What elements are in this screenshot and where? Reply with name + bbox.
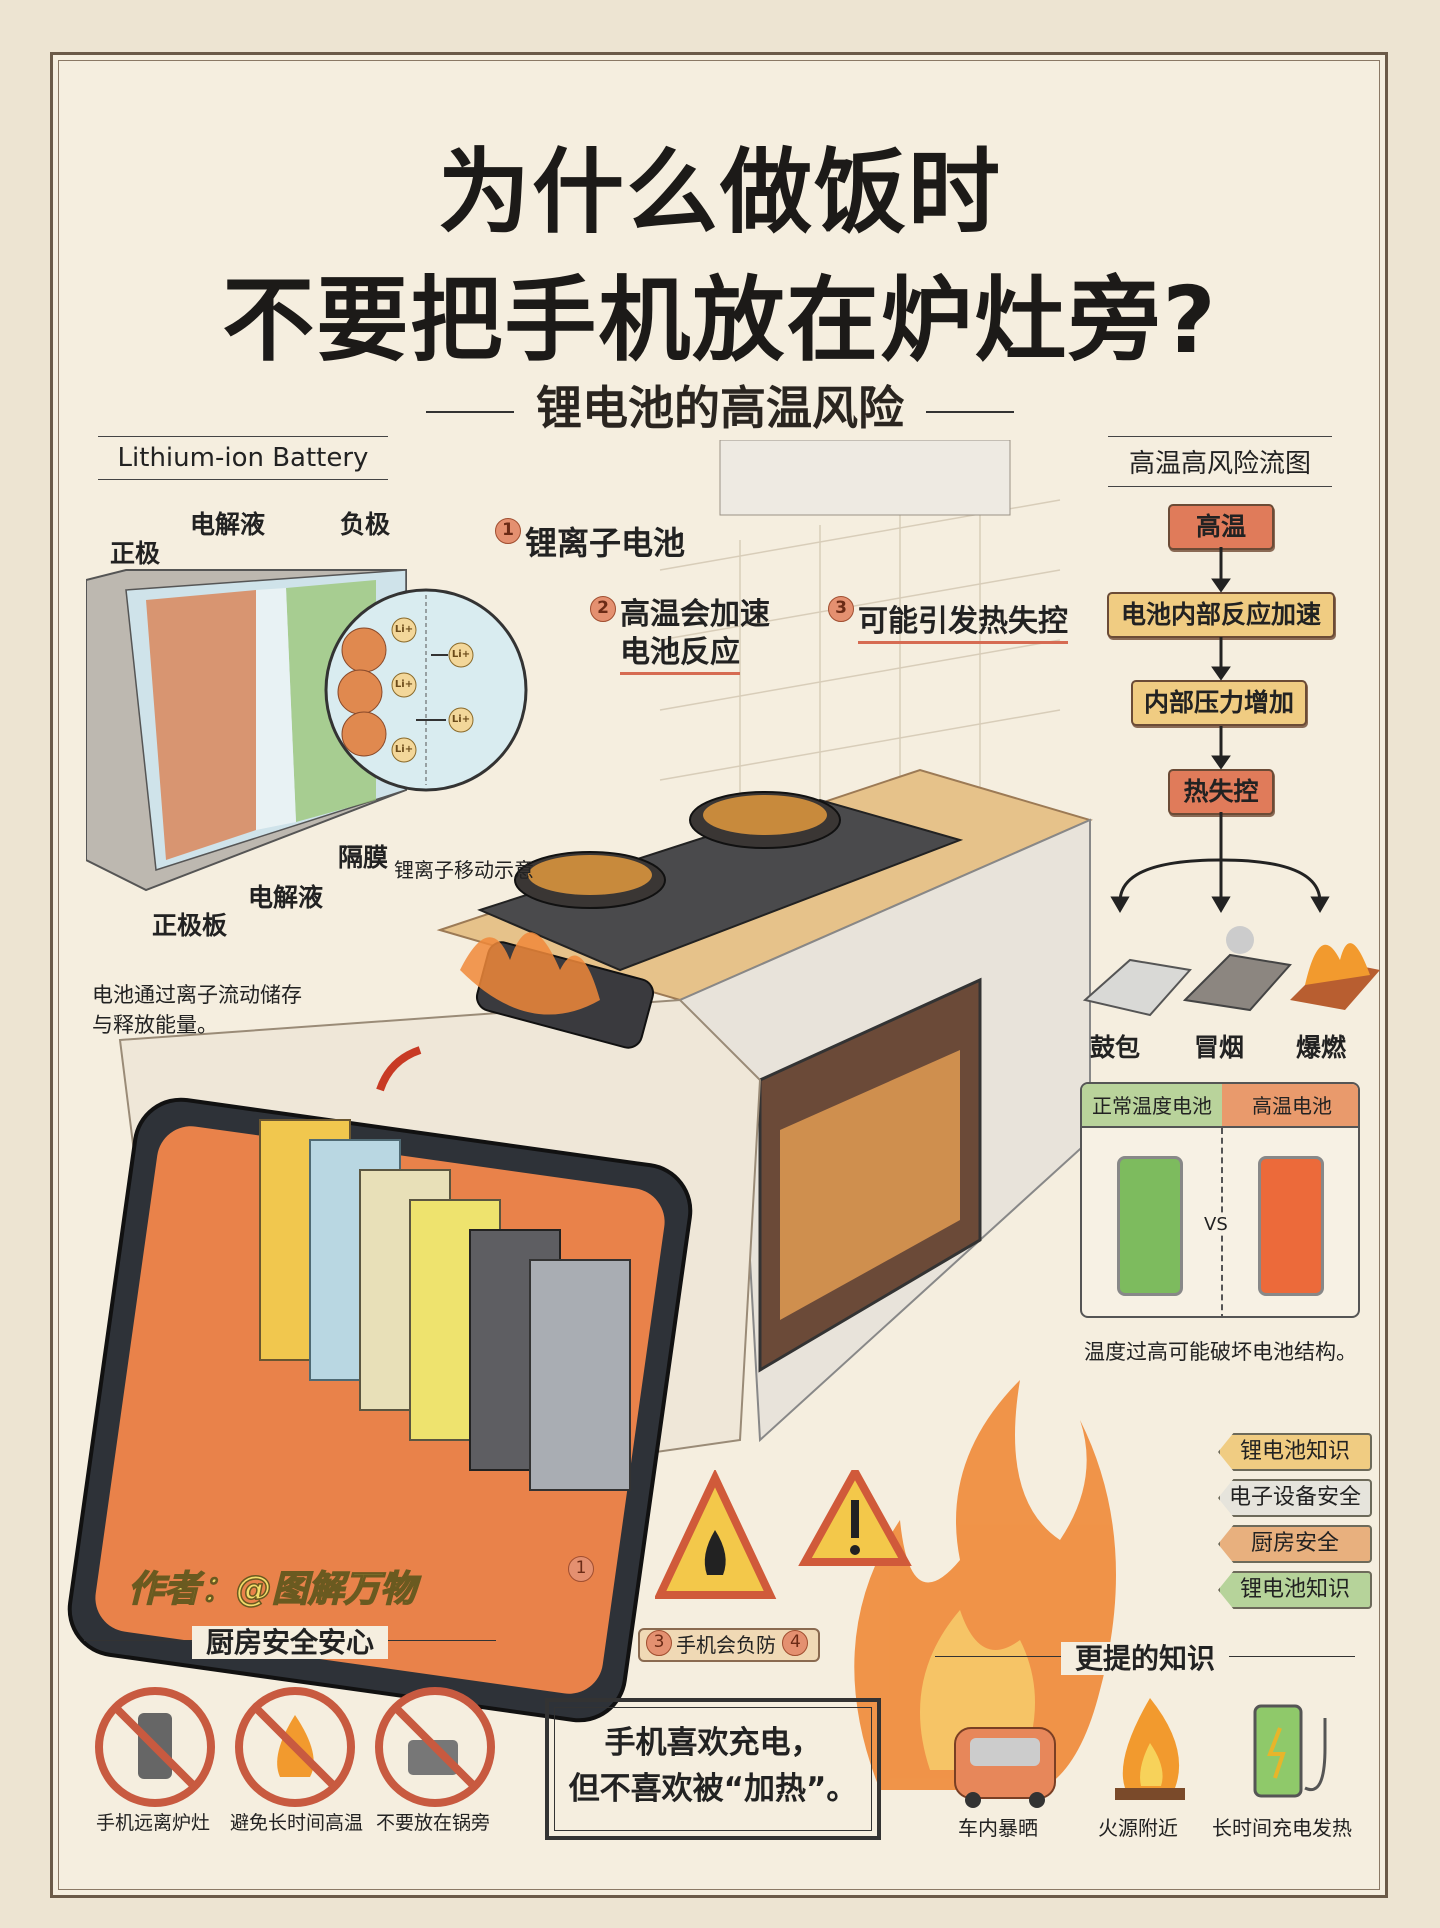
label-separator: 隔膜 bbox=[338, 843, 389, 872]
step-text: 可能引发热失控 bbox=[858, 604, 1068, 644]
label-cathode-plate: 正极板 bbox=[152, 911, 228, 940]
food bbox=[528, 855, 652, 895]
subtitle: 锂电池的高温风险 bbox=[0, 372, 1440, 438]
marker-1: 1 bbox=[568, 1556, 598, 1582]
safety-item-2: 避免长时间高温 bbox=[230, 1812, 364, 1834]
kitchen-illustration bbox=[67, 440, 1116, 1790]
tag-lithium-knowledge-2[interactable]: 锂电池知识 bbox=[1218, 1571, 1372, 1609]
safety-icons bbox=[95, 1687, 495, 1807]
normal-battery-icon bbox=[1117, 1156, 1183, 1296]
knowledge-item-2: 火源附近 bbox=[1098, 1816, 1178, 1840]
ion-arrows bbox=[416, 654, 448, 721]
battery-cross-section bbox=[86, 569, 528, 892]
food bbox=[703, 795, 827, 835]
step-number: 3 bbox=[828, 596, 854, 622]
outcome-swelling: 鼓包 bbox=[1090, 1033, 1141, 1062]
pill-number-left: 3 bbox=[646, 1630, 672, 1656]
safety-item-1: 手机远离炉灶 bbox=[96, 1812, 211, 1834]
label-ion-motion: 锂离子移动示意 bbox=[394, 858, 534, 882]
battery-comparison: 正常温度电池 高温电池 VS bbox=[1080, 1082, 1360, 1318]
li-ion-label: Li+ bbox=[394, 744, 414, 755]
flow-node-reaction: 电池内部反应加速 bbox=[1107, 592, 1335, 638]
charging-battery-icon bbox=[1253, 1704, 1327, 1798]
li-ion-label: Li+ bbox=[451, 714, 471, 725]
separator bbox=[256, 588, 296, 830]
poster-inner-frame bbox=[58, 60, 1380, 1890]
label-anode: 负极 bbox=[340, 510, 391, 539]
normal-battery-label: 正常温度电池 bbox=[1082, 1084, 1222, 1128]
knowledge-item-1: 车内暴晒 bbox=[958, 1816, 1038, 1840]
marker-number: 1 bbox=[568, 1556, 594, 1582]
tag-device-safety[interactable]: 电子设备安全 bbox=[1218, 1479, 1372, 1517]
smoking-battery-icon bbox=[1182, 926, 1292, 1012]
safety-item-3: 不要放在锅旁 bbox=[376, 1812, 491, 1834]
tag-lithium-knowledge[interactable]: 锂电池知识 bbox=[1218, 1433, 1372, 1471]
hot-battery-icon bbox=[1258, 1156, 1324, 1296]
swollen-battery-icon bbox=[1082, 958, 1192, 1017]
campfire-icon bbox=[1115, 1698, 1185, 1800]
red-arrow bbox=[376, 1046, 422, 1092]
safety-header-text: 厨房安全安心 bbox=[191, 1626, 388, 1659]
battery-header: Lithium-ion Battery bbox=[98, 436, 388, 480]
li-ion-label: Li+ bbox=[394, 624, 414, 635]
knowledge-header-text: 更提的知识 bbox=[1060, 1642, 1229, 1675]
label-electrolyte-bottom: 电解液 bbox=[248, 883, 324, 912]
step-text-line2: 电池反应 bbox=[620, 635, 740, 675]
knowledge-item-3: 长时间充电发热 bbox=[1212, 1816, 1352, 1840]
step-number: 2 bbox=[590, 596, 616, 622]
outcome-explosion: 爆燃 bbox=[1296, 1033, 1347, 1062]
no-pot-icon bbox=[375, 1687, 495, 1807]
step-text: 锂离子电池 bbox=[525, 524, 686, 562]
battery-cells bbox=[259, 1119, 631, 1491]
knowledge-icons bbox=[954, 1698, 1327, 1808]
warning-signs bbox=[655, 1470, 912, 1599]
title-line2: 不要把手机放在炉灶旁? bbox=[222, 267, 1218, 374]
car-icon bbox=[954, 1727, 1056, 1808]
knowledge-header: 更提的知识 bbox=[935, 1642, 1355, 1697]
tag-kitchen-safety[interactable]: 厨房安全 bbox=[1218, 1525, 1372, 1563]
step-text-line1: 高温会加速 bbox=[620, 597, 770, 632]
outcome-smoke: 冒烟 bbox=[1194, 1033, 1245, 1062]
flow-node-thermal-runaway: 热失控 bbox=[1168, 769, 1274, 815]
battery-note: 电池通过离子流动储存与释放能量。 bbox=[92, 983, 302, 1037]
no-phone-icon bbox=[95, 1687, 215, 1807]
wall-tiles bbox=[659, 499, 1061, 820]
counter-flames bbox=[460, 932, 600, 1015]
label-electrolyte-top: 电解液 bbox=[190, 510, 266, 539]
author-credit: 作者：@图解万物 bbox=[127, 1568, 417, 1611]
quote-box: 手机喜欢充电， 但不喜欢被“加热”。 bbox=[545, 1698, 881, 1840]
quote-line2: 但不喜欢被“加热”。 bbox=[568, 1771, 858, 1807]
burning-battery-icon bbox=[1290, 943, 1380, 1010]
flow-arrows bbox=[1082, 547, 1380, 1017]
comparison-caption: 温度过高可能破坏电池结构。 bbox=[1084, 1340, 1357, 1364]
step-number: 1 bbox=[495, 518, 521, 544]
li-ion-label: Li+ bbox=[451, 649, 471, 660]
upper-cabinet bbox=[719, 440, 1011, 516]
pill-text: 手机会负防 bbox=[676, 1633, 776, 1657]
li-ion-label: Li+ bbox=[394, 679, 414, 690]
cathode-particles bbox=[146, 590, 256, 860]
hot-battery-label: 高温电池 bbox=[1222, 1084, 1358, 1128]
title-line1: 为什么做饭时 bbox=[437, 139, 1002, 246]
pill-number-right: 4 bbox=[782, 1630, 809, 1656]
flow-node-pressure: 内部压力增加 bbox=[1131, 680, 1307, 726]
flow-node-high-temp: 高温 bbox=[1168, 504, 1274, 550]
li-ions bbox=[391, 617, 474, 763]
vs-label: VS bbox=[1204, 1214, 1228, 1235]
label-cathode: 正极 bbox=[110, 539, 161, 568]
quote-line1: 手机喜欢充电， bbox=[604, 1725, 822, 1761]
oven-glow bbox=[780, 1050, 960, 1320]
safety-header: 厨房安全安心 bbox=[84, 1626, 496, 1681]
no-fire-icon bbox=[235, 1687, 355, 1807]
flowchart-header: 高温高风险流图 bbox=[1108, 436, 1332, 487]
